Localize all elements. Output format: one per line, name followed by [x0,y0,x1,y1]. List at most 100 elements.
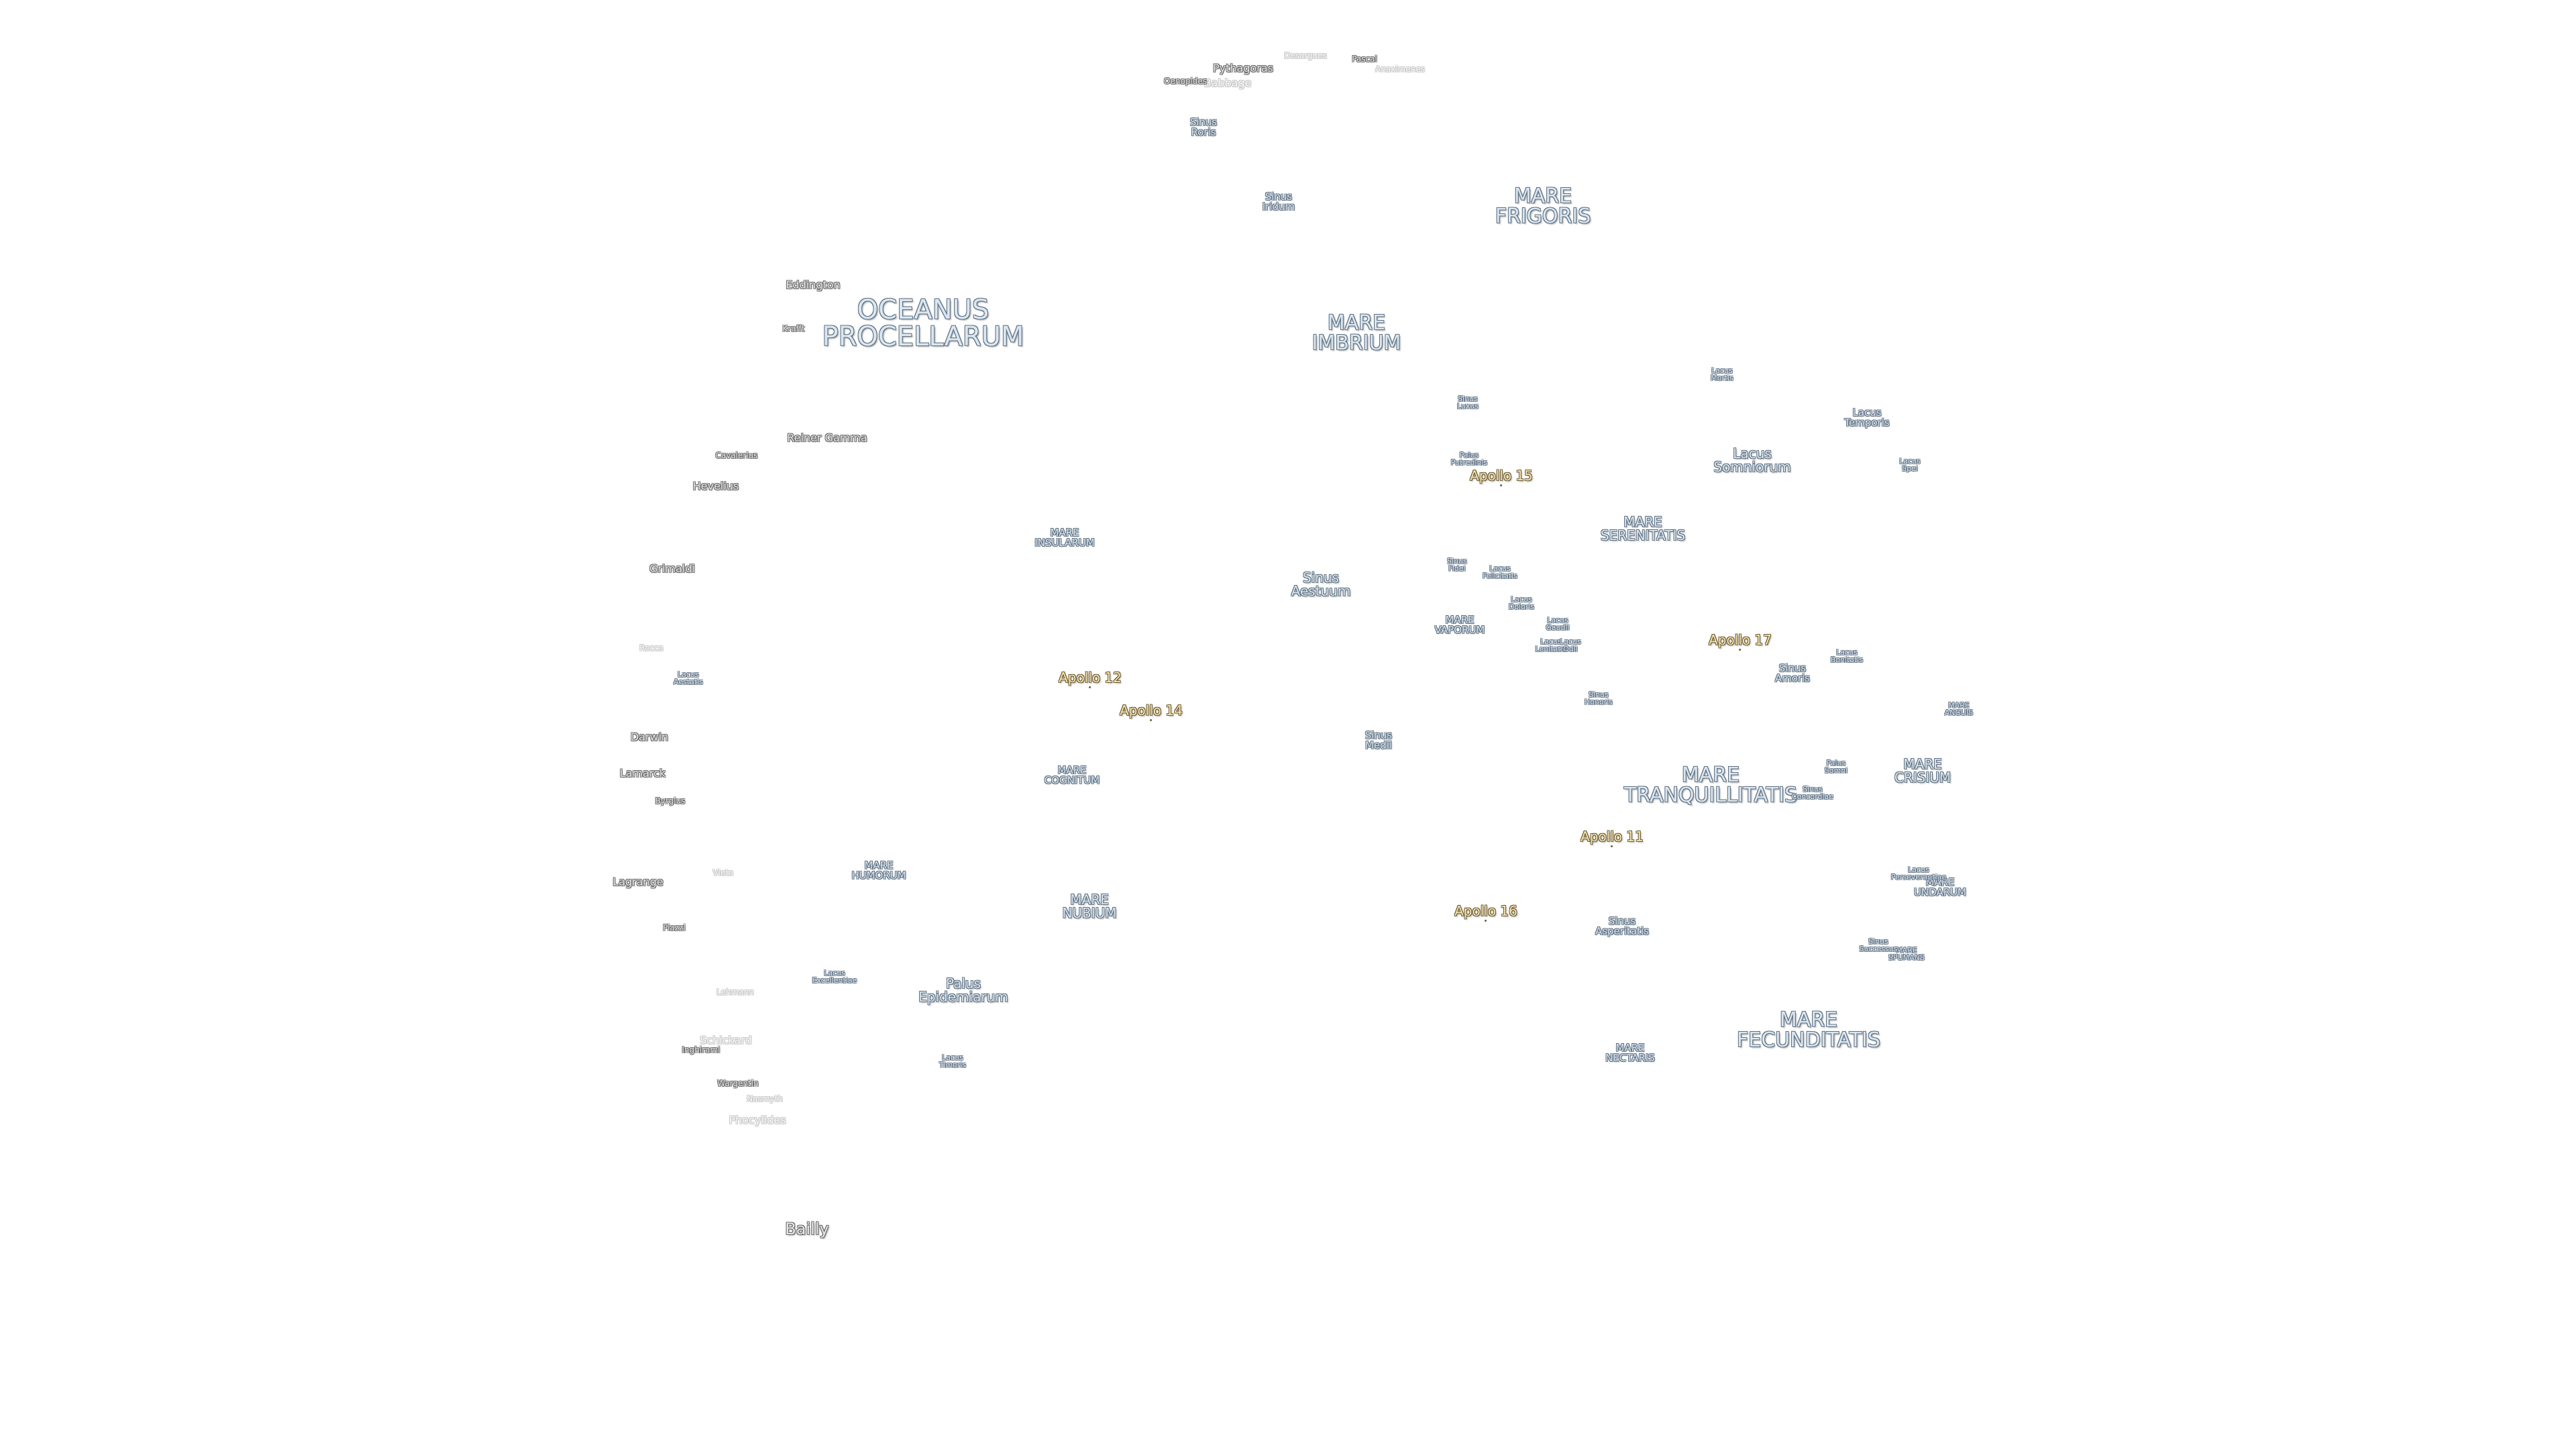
label-vieta[interactable]: Vieta [713,869,734,877]
label-line: Asperitatis [1595,925,1650,937]
label-line: Sinus [1447,557,1467,566]
label-apollo-11[interactable]: Apollo 11 [1580,830,1644,847]
label-desargues[interactable]: Desargues [1284,52,1327,60]
label-line: Bailly [785,1220,829,1238]
label-line: Byrgius [655,796,686,806]
label-line: SPUMANS [1888,953,1925,962]
label-darwin[interactable]: Darwin [631,732,668,743]
label-line: Apollo 12 [1059,669,1122,686]
label-line: ANGUIS [1944,708,1974,717]
label-line: Lehmann [716,987,754,997]
label-inghirami[interactable]: Inghirami [682,1046,720,1054]
label-byrgius[interactable]: Byrgius [655,797,686,805]
label-line: MARE [1896,946,1917,955]
label-rocca[interactable]: Rocca [639,644,663,652]
label-krafft[interactable]: Krafft [782,325,804,333]
label-phocylides[interactable]: Phocylides [729,1115,786,1126]
label-bailly[interactable]: Bailly [785,1221,828,1237]
label-wargentin[interactable]: Wargentin [717,1079,758,1087]
label-line: Doloris [1508,602,1535,611]
label-line: VAPORUM [1434,624,1485,636]
label-line: Apollo 17 [1709,632,1772,648]
label-oenopides[interactable]: Oenopides [1164,77,1207,85]
label-line: NUBIUM [1062,905,1117,921]
label-lagrange[interactable]: Lagrange [612,877,663,888]
label-line: Sinus [1302,570,1340,586]
label-piazzi[interactable]: Piazzi [663,924,686,932]
label-babbage[interactable]: Babbage [1204,78,1252,89]
label-line: MARE [1445,614,1474,626]
label-line: Lacus [942,1053,963,1062]
label-line: Eddington [786,278,841,291]
label-apollo-16[interactable]: Apollo 16 [1454,904,1517,922]
label-apollo-12[interactable]: Apollo 12 [1059,671,1122,688]
label-reiner-gamma[interactable]: Reiner Gamma [787,433,867,443]
label-schickard[interactable]: Schickard [700,1035,752,1046]
label-line: Pythagoras [1213,62,1273,74]
label-apollo-15[interactable]: Apollo 15 [1470,469,1533,486]
label-pascal[interactable]: Pascal [1352,55,1377,63]
label-nasmyth[interactable]: Nasmyth [747,1095,783,1103]
label-hevelius[interactable]: Hevelius [693,481,739,492]
label-line: Sinus [1589,690,1609,699]
label-line: Reiner Gamma [787,431,867,444]
label-line: Aestatis [674,678,703,686]
label-lehmann[interactable]: Lehmann [716,988,754,996]
label-cavalerius[interactable]: Cavalerius [715,451,757,460]
label-eddington[interactable]: Eddington [786,280,840,290]
label-anaximenes[interactable]: Anaximenes [1375,65,1425,73]
label-line: Lacus [1547,616,1568,625]
label-line: Apollo 15 [1470,468,1533,484]
label-lamarck[interactable]: Lamarck [620,768,665,779]
label-grimaldi[interactable]: Grimaldi [649,564,695,574]
label-apollo-17[interactable]: Apollo 17 [1709,633,1772,651]
label-pythagoras[interactable]: Pythagoras [1213,63,1273,74]
label-apollo-14[interactable]: Apollo 14 [1120,704,1183,721]
